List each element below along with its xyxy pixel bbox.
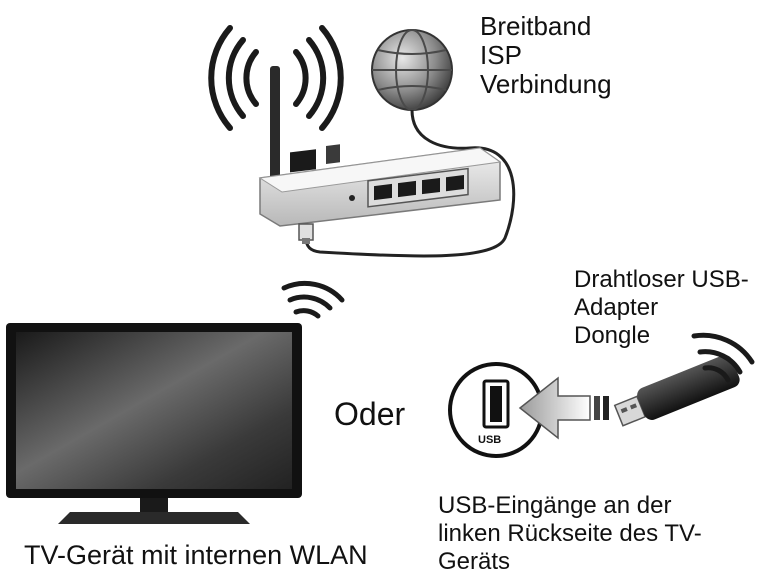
usb-port-icon (448, 362, 544, 458)
isp-label-line1: Breitband (480, 11, 592, 41)
tv-wifi-icon (281, 280, 345, 319)
dongle-label-line1: Drahtloser USB- (574, 266, 749, 293)
router-icon (258, 144, 502, 227)
dongle-label-line3: Dongle (574, 322, 651, 349)
router-antenna (270, 66, 280, 184)
dongle-label-line2: Adapter (574, 294, 659, 321)
wifi-signal-icon (208, 25, 344, 131)
dongle-label: Drahtloser USB- Adapter Dongle (574, 266, 749, 350)
globe-icon (371, 29, 453, 111)
usb-ports-label-line2: linken Rückseite des TV- (438, 520, 702, 547)
usb-port-text: USB (478, 434, 502, 446)
usb-ports-label-line3: Geräts (438, 548, 511, 575)
tv-icon (6, 323, 302, 524)
isp-label: Breitband ISP Verbindung (480, 12, 612, 99)
isp-label-line3: Verbindung (480, 69, 612, 99)
usb-dongle-icon (613, 355, 740, 427)
isp-label-line2: ISP (480, 40, 522, 70)
usb-ports-label-line1: USB-Eingänge an der (438, 492, 672, 519)
tv-label: TV-Gerät mit internen WLAN (24, 540, 368, 570)
or-label: Oder (334, 396, 406, 432)
arrow-left-icon (518, 376, 609, 440)
power-plug (298, 223, 314, 244)
network-cable (304, 109, 516, 258)
usb-ports-label: USB-Eingänge an der linken Rückseite des… (438, 492, 702, 576)
dongle-wifi-icon (691, 332, 755, 383)
